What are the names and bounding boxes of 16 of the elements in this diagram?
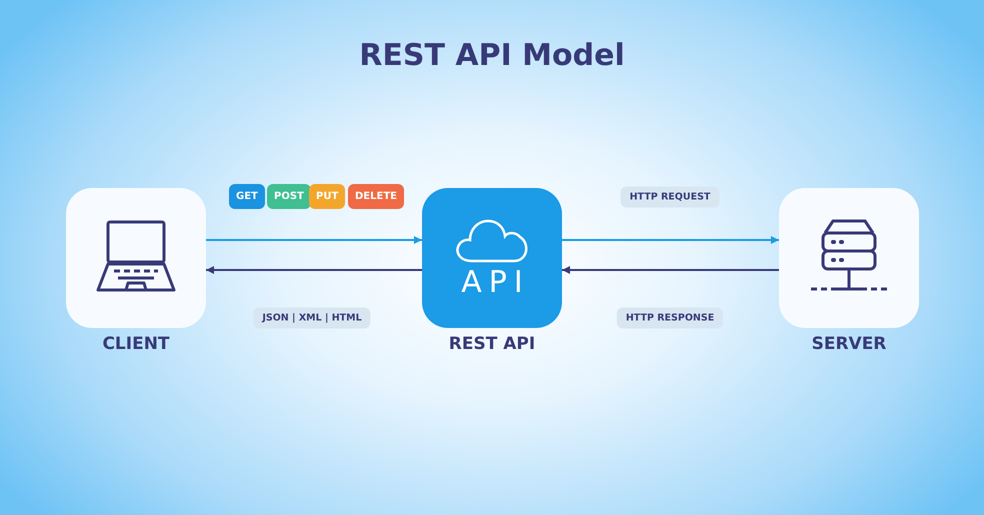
- api-text: API: [460, 264, 530, 300]
- arrow: [206, 266, 422, 274]
- edge-label: HTTP REQUEST: [620, 186, 720, 208]
- method-badge: PUT: [309, 184, 346, 209]
- arrow: [562, 236, 779, 244]
- edge-label: JSON | XML | HTML: [253, 308, 371, 328]
- method-badge: DELETE: [348, 184, 404, 209]
- arrow: [206, 236, 422, 244]
- diagram-title: REST API Model: [359, 38, 625, 73]
- method-badge: POST: [267, 184, 311, 209]
- node-label: REST API: [448, 334, 536, 354]
- arrow: [562, 266, 779, 274]
- edge-label: HTTP RESPONSE: [616, 308, 724, 328]
- node-label: SERVER: [812, 334, 886, 354]
- node-label: CLIENT: [102, 334, 170, 354]
- method-badge: GET: [229, 184, 265, 209]
